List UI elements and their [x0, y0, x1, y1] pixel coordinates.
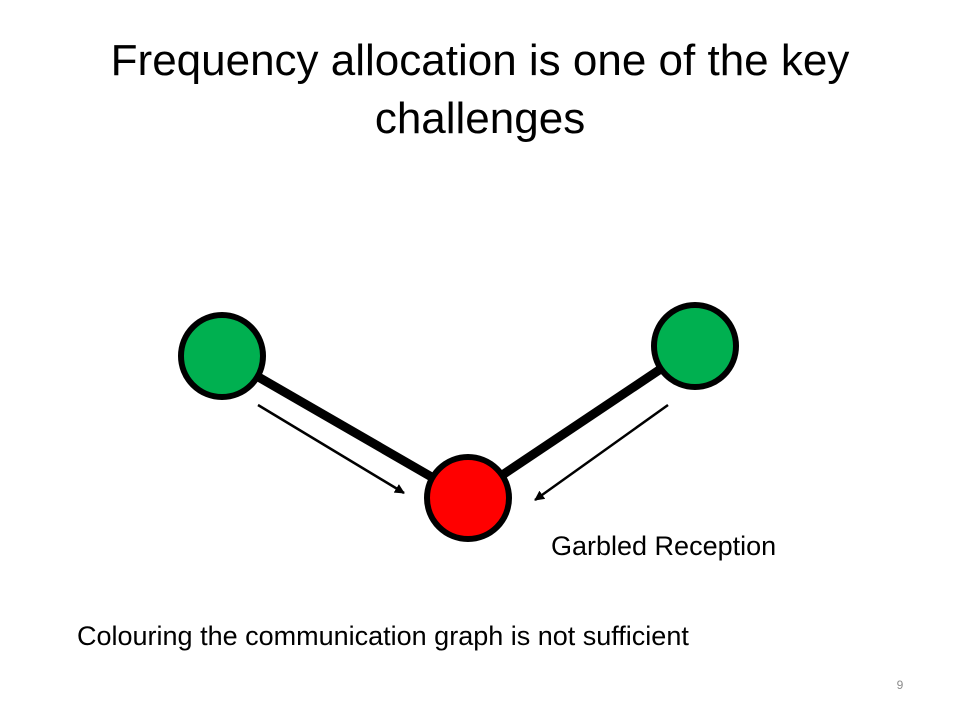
node-receiver: [424, 454, 512, 542]
arrow-right-transmission: [534, 403, 669, 502]
garbled-reception-label: Garbled Reception: [551, 531, 777, 561]
node-right-transmitter: [651, 302, 739, 390]
arrow-left-transmission: [257, 403, 405, 495]
node-left-transmitter: [178, 312, 266, 400]
slide-title: Frequency allocation is one of the key c…: [110, 36, 850, 143]
slide-caption: Colouring the communication graph is not…: [77, 621, 689, 651]
edge-right-to-receiver: [465, 342, 698, 502]
page-number: 9: [896, 678, 904, 692]
edge-left-to-receiver: [219, 352, 471, 502]
